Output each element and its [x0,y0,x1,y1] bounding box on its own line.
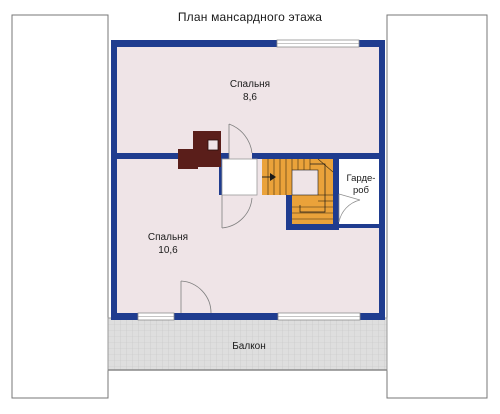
partition-stair-right [333,159,339,229]
hall [221,158,258,196]
wardrobe [339,159,379,224]
wardrobe-label-line2: роб [353,185,370,196]
partition-hall-left [219,159,222,195]
partition-wardrobe-bottom [339,224,379,228]
roof-left [11,14,109,399]
wardrobe-door [338,193,361,223]
bedroom-bottom-area: 10,6 [158,245,178,256]
balcony-label: Балкон [232,341,266,352]
bedroom-bottom-name: Спальня [148,232,188,243]
wardrobe-label-line1: Гарде- [347,173,376,184]
door-upper-bedroom [228,123,253,159]
bedroom-top-area: 8,6 [243,92,257,103]
partition-horizontal-left [117,153,229,159]
chimney [178,131,221,169]
plan-title: План мансардного этажа [177,10,323,24]
door-lower-bedroom [221,195,253,229]
bedroom-top-name: Спальня [230,79,270,90]
partition-horizontal-right [252,153,379,159]
partition-stair-left [286,195,292,230]
partition-stair-bottom [288,224,339,230]
balcony [107,317,388,371]
door-balcony [180,280,212,314]
roof-right [386,14,488,399]
staircase [262,158,334,224]
